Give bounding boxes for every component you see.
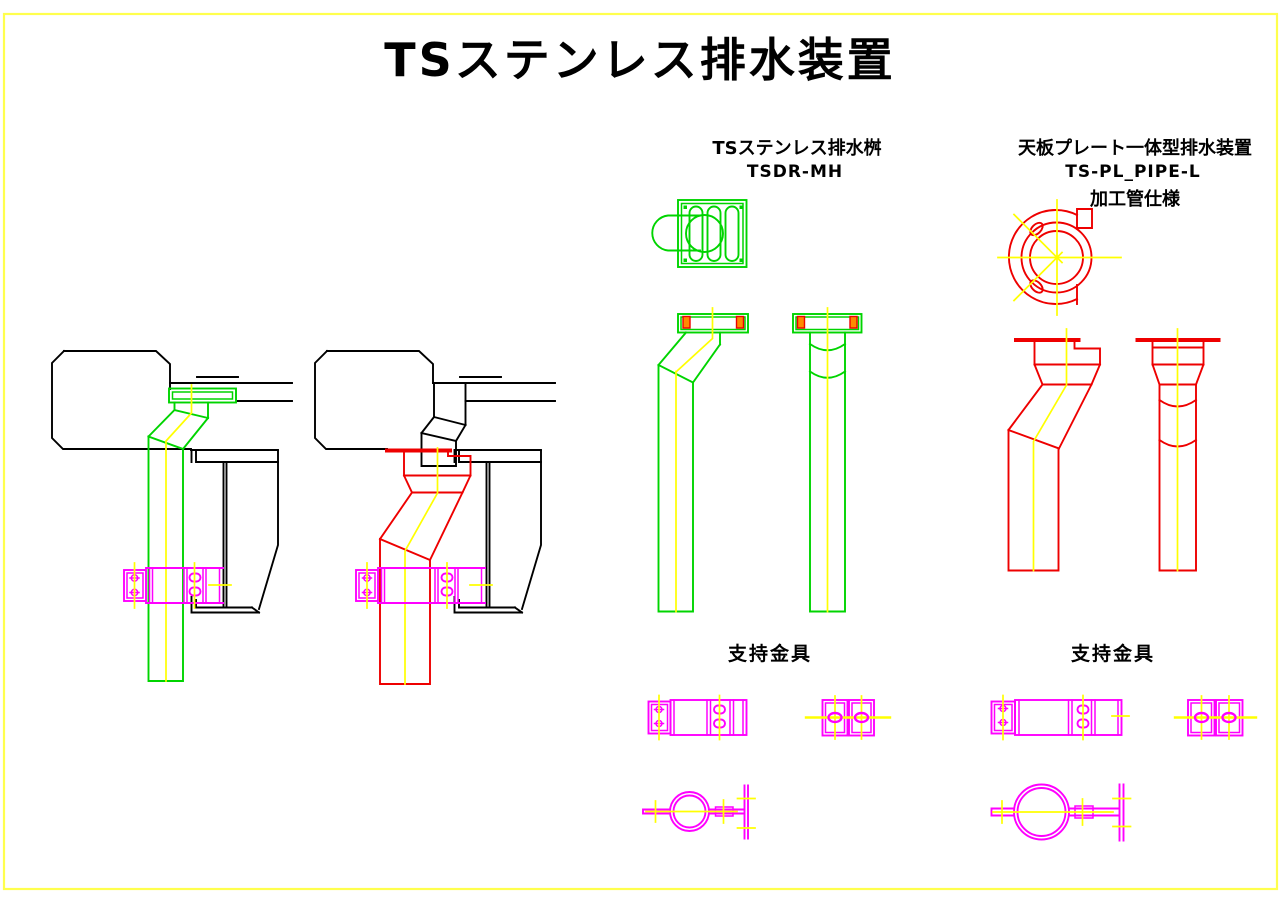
integrated-name-label: 天板プレート一体型排水装置 [1018, 138, 1252, 159]
integrated-side-view-offset [1007, 328, 1102, 572]
integrated-bracket-front-view [990, 694, 1130, 741]
basin-model-label: TSDR-MH [746, 162, 844, 182]
integrated-section-centerline [404, 447, 439, 685]
installation-section-integrated [314, 349, 556, 685]
flange-bolt-icon [849, 315, 858, 329]
plate-bolt-hole [1029, 221, 1044, 237]
flange-bolt-icon [735, 315, 745, 329]
integrated-model-label: TS-PL_PIPE-L [1065, 162, 1201, 182]
basin-name-label: TSステンレス排水桝 [712, 138, 882, 159]
plate-bolt-hole [1029, 279, 1044, 294]
installation-section-basin [51, 349, 293, 682]
basin-bracket-clamp-view [642, 784, 756, 840]
sheet-border [2, 12, 1279, 891]
integrated-bracket-clamp-view [990, 783, 1132, 842]
integrated-bracket-label: 支持金具 [1070, 643, 1156, 665]
basin-side-view-offset [657, 307, 749, 613]
flange-bolt-icon [682, 315, 691, 329]
flange-bolt-icon [796, 315, 806, 329]
basin-section-centerline [165, 384, 193, 682]
page-title: TSステンレス排水装置 [384, 33, 896, 87]
basin-bracket-side-view [804, 695, 892, 740]
basin-bracket-label: 支持金具 [727, 643, 813, 665]
basin-bracket-front-view [647, 694, 748, 741]
basin-side-view-straight [792, 307, 863, 613]
integrated-top-view [997, 199, 1122, 316]
basin-top-view [651, 199, 748, 268]
integrated-pipe-section [378, 448, 472, 685]
integrated-bracket-side-view [1173, 695, 1258, 740]
integrated-side-view-straight [1135, 328, 1221, 572]
integrated-spec-label: 加工管仕様 [1090, 189, 1180, 210]
basin-section-bracket [123, 562, 232, 609]
integrated-section-bracket [355, 562, 493, 609]
